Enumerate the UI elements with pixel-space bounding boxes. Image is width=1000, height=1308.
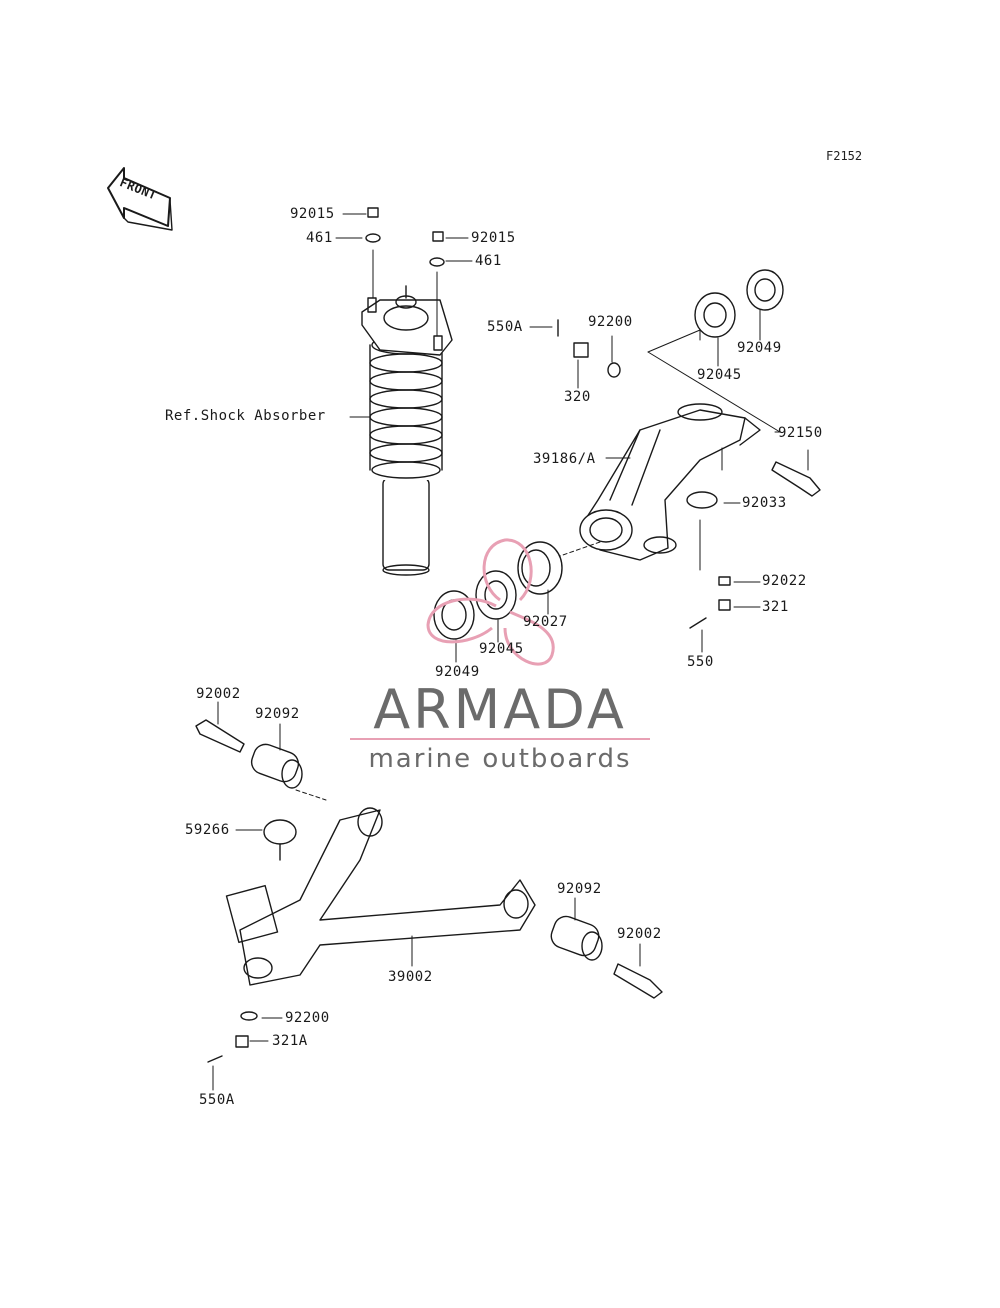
leader-lines xyxy=(212,213,809,1091)
part-label: 92015 xyxy=(471,230,516,246)
a-arm-drawing xyxy=(225,807,536,986)
part-label: 92002 xyxy=(617,926,662,942)
part-label: 92200 xyxy=(588,314,633,330)
part-label: 92027 xyxy=(523,614,568,630)
brand-divider xyxy=(350,738,650,740)
part-label: 321 xyxy=(762,599,789,615)
part-label: 92092 xyxy=(557,881,602,897)
reference-label: Ref.Shock Absorber xyxy=(165,408,326,424)
part-label: 92022 xyxy=(762,573,807,589)
upper-bearings xyxy=(557,269,821,629)
part-label: 92150 xyxy=(778,425,823,441)
part-label: 39002 xyxy=(388,969,433,985)
part-label: 92049 xyxy=(737,340,782,356)
part-label: 461 xyxy=(475,253,502,269)
part-label: 92092 xyxy=(255,706,300,722)
part-label: 92045 xyxy=(479,641,524,657)
part-label: 550A xyxy=(487,319,523,335)
figure-id: F2152 xyxy=(826,149,863,163)
part-label: 39186/A xyxy=(533,451,596,467)
part-label: 92015 xyxy=(290,206,335,222)
shock-mount-hardware xyxy=(365,207,445,337)
part-label: 550 xyxy=(687,654,714,670)
brand-name: ARMADA xyxy=(373,678,627,741)
armada-logo-icon xyxy=(426,538,555,666)
steering-knuckle-drawing xyxy=(579,403,761,561)
part-label: 320 xyxy=(564,389,591,405)
part-label: 550A xyxy=(199,1092,235,1108)
shock-absorber-drawing xyxy=(361,285,453,576)
part-label: 92200 xyxy=(285,1010,330,1026)
part-label: 461 xyxy=(306,230,333,246)
front-arrow-icon xyxy=(107,167,173,231)
part-label: 92045 xyxy=(697,367,742,383)
part-label: 92049 xyxy=(435,664,480,680)
arm-bushings-and-bolts xyxy=(195,719,663,1063)
part-label: 59266 xyxy=(185,822,230,838)
brand-tagline: marine outboards xyxy=(368,744,632,774)
part-label: 321A xyxy=(272,1033,308,1049)
part-label: 92033 xyxy=(742,495,787,511)
part-label: 92002 xyxy=(196,686,241,702)
